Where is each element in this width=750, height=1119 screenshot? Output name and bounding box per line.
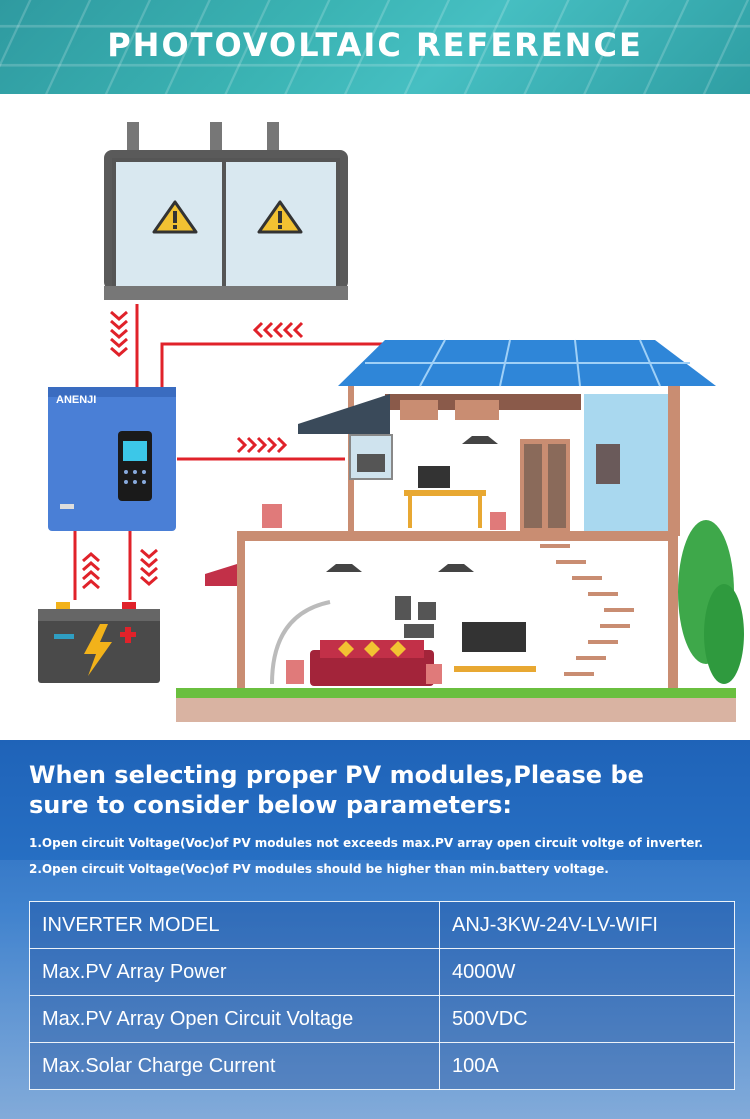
spec-value: 100A <box>439 1042 735 1090</box>
spec-value: ANJ-3KW-24V-LV-WIFI <box>439 901 735 949</box>
inverter: ANENJI <box>48 387 176 531</box>
wires <box>73 304 383 600</box>
spec-table: INVERTER MODEL ANJ-3KW-24V-LV-WIFI Max.P… <box>29 901 735 1090</box>
warning-icon <box>257 200 303 234</box>
chevron-arrow-icon <box>82 552 100 590</box>
chevron-arrow-icon <box>140 548 158 586</box>
tree <box>704 584 744 684</box>
grid-transformer <box>104 122 348 300</box>
table-row: INVERTER MODEL ANJ-3KW-24V-LV-WIFI <box>29 901 735 949</box>
energy-flow-diagram: ANENJI <box>0 94 750 740</box>
chevron-arrow-icon <box>252 321 304 339</box>
heading-line-1: When selecting proper PV modules,Please … <box>29 761 644 789</box>
spec-label: Max.Solar Charge Current <box>29 1042 440 1090</box>
chevron-arrow-icon <box>236 436 288 454</box>
spec-label: INVERTER MODEL <box>29 901 440 949</box>
note-2: 2.Open circuit Voltage(Voc)of PV modules… <box>29 862 609 876</box>
parameters-heading: When selecting proper PV modules,Please … <box>29 760 729 820</box>
header-banner: PHOTOVOLTAIC REFERENCE <box>0 0 750 94</box>
note-1: 1.Open circuit Voltage(Voc)of PV modules… <box>29 836 704 850</box>
battery <box>38 602 160 683</box>
spec-value: 4000W <box>439 948 735 996</box>
chevron-arrow-icon <box>110 310 128 357</box>
table-row: Max.PV Array Power 4000W <box>29 948 735 996</box>
house <box>176 339 744 722</box>
warning-icon <box>152 200 198 234</box>
spec-value: 500VDC <box>439 995 735 1043</box>
inverter-brand: ANENJI <box>56 394 96 406</box>
spec-label: Max.PV Array Open Circuit Voltage <box>29 995 440 1043</box>
spec-label: Max.PV Array Power <box>29 948 440 996</box>
lightning-icon <box>84 624 112 676</box>
table-row: Max.PV Array Open Circuit Voltage 500VDC <box>29 995 735 1043</box>
table-row: Max.Solar Charge Current 100A <box>29 1042 735 1090</box>
parameters-panel: When selecting proper PV modules,Please … <box>0 740 750 1119</box>
diagram-svg: ANENJI <box>38 122 744 722</box>
heading-line-2: sure to consider below parameters: <box>29 791 512 819</box>
page-title: PHOTOVOLTAIC REFERENCE <box>107 26 643 64</box>
